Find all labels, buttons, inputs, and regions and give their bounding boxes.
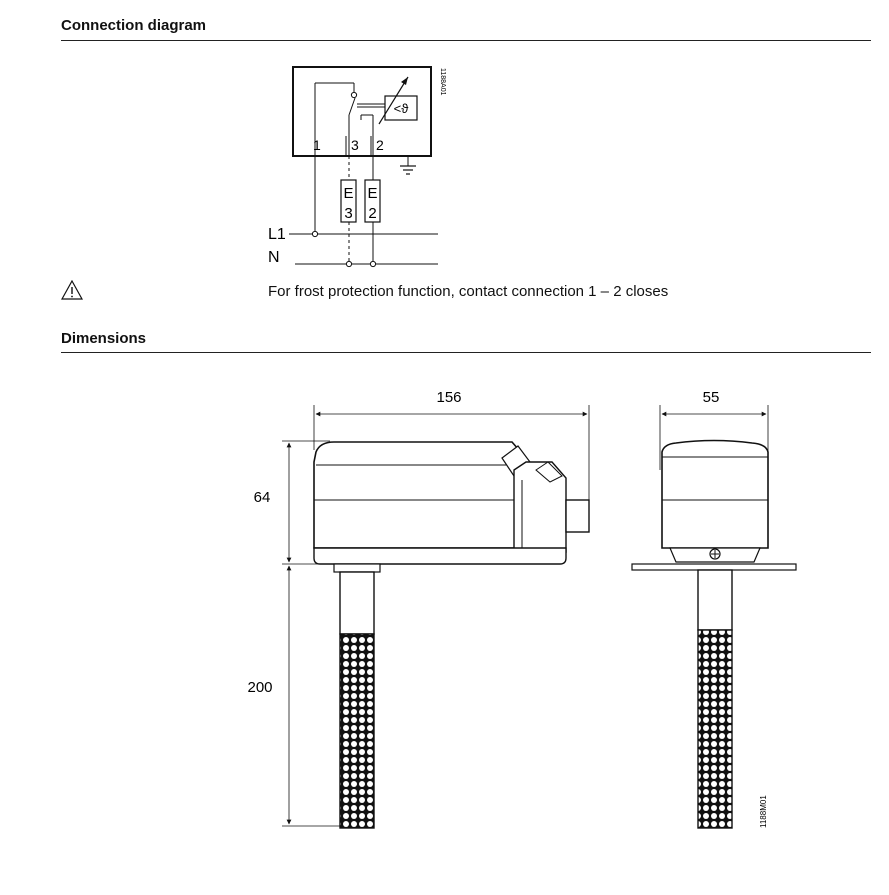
device-housing	[292, 66, 432, 157]
mounting-flange	[631, 563, 797, 571]
wiring-drawing-code: 1188A01	[439, 68, 446, 96]
side-view: 55 1188M01	[631, 389, 797, 829]
frost-protection-note: For frost protection function, contact c…	[268, 283, 669, 300]
electrode-e3-letter: E	[343, 185, 353, 202]
terminal-1-label: 1	[313, 137, 321, 153]
probe-mesh	[339, 633, 375, 829]
electrode-e2-letter: E	[367, 185, 377, 202]
dim-length-probe: 200	[247, 679, 272, 696]
dim-height-housing: 64	[254, 489, 271, 506]
adjust-arrow-head-icon	[401, 77, 408, 85]
line-l1-label: L1	[268, 226, 286, 243]
line-n-label: N	[268, 249, 280, 266]
base-plate	[313, 547, 567, 565]
dim-width-side: 55	[703, 389, 720, 406]
dimension-drawing-code: 1188M01	[759, 795, 768, 828]
electrode-e3-number: 3	[344, 205, 352, 222]
connection-heading-rule	[61, 40, 871, 41]
side-housing	[661, 439, 769, 549]
adjust-arrow	[378, 76, 409, 125]
wiring-diagram: 1188A01 <ϑ 1 3 2 E 3 E 2 L1 N	[268, 66, 446, 268]
ground-icon	[400, 156, 416, 175]
electrode-e2-number: 2	[368, 205, 376, 222]
terminal-3-label: 3	[351, 137, 359, 153]
dimensions-heading-rule	[61, 352, 871, 353]
dim-width-front: 156	[436, 389, 461, 406]
dimensions-heading: Dimensions	[61, 330, 147, 347]
thermostat-symbol: <ϑ	[394, 101, 410, 116]
thermostat-symbol-box	[384, 95, 418, 121]
cable-gland	[565, 499, 590, 533]
probe-shaft	[339, 571, 375, 635]
front-view: 156 64 200	[247, 389, 590, 829]
connection-diagram-heading: Connection diagram	[61, 17, 207, 34]
warning-triangle-icon	[61, 280, 83, 300]
side-probe-shaft	[697, 569, 733, 631]
dimension-drawing: 156 64 200 55	[247, 389, 797, 829]
side-probe-mesh	[697, 629, 733, 829]
housing-main	[313, 441, 527, 549]
terminal-2-label: 2	[376, 137, 384, 153]
